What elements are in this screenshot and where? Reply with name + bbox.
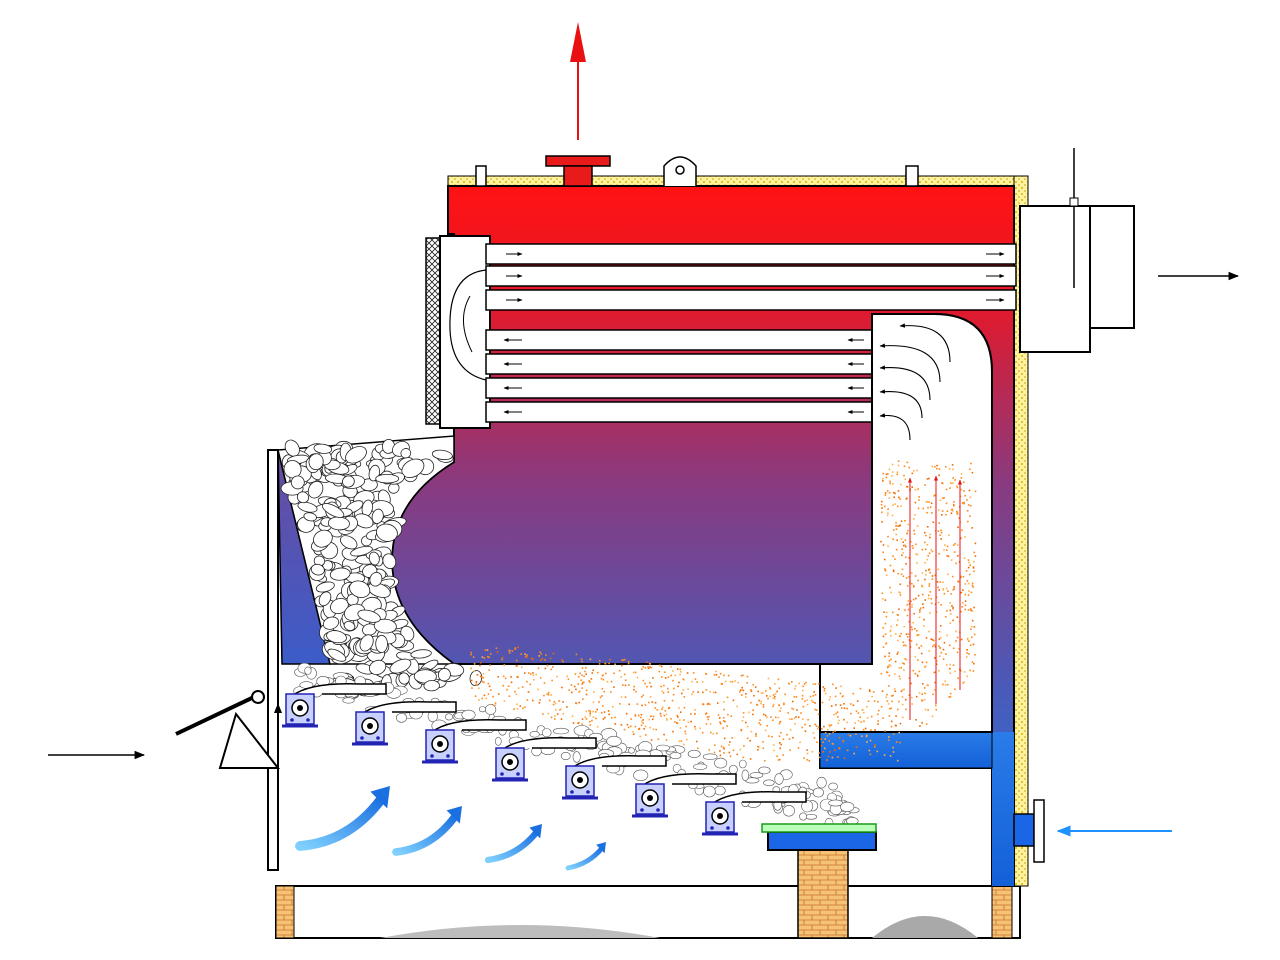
fire-tube-lower [485,353,875,375]
hot-gas-arrows [908,475,962,720]
fire-tube-upper [485,265,1017,287]
rear-gas-turn [819,313,993,733]
fire-tube-lower [485,329,875,351]
grate-bar [632,773,737,818]
fire-tube-upper [485,289,1017,311]
grate-bar [282,683,387,728]
steam-flange [545,155,611,167]
combustion-air-arrow [295,786,390,851]
fire-tube-upper [485,243,1017,265]
stoker-grate [282,683,807,836]
grate-bar [352,701,457,746]
brick-pier [761,823,877,939]
flame-gases [470,460,977,762]
feedwater-inlet-nozzle [1013,799,1045,863]
flue-outlet [1019,148,1135,353]
grate-bar [702,791,807,836]
fire-tubes [485,243,1017,423]
top-fittings [475,155,919,187]
fire-tube-lower [485,377,875,399]
grate-bar [562,755,667,800]
foundation [275,885,1021,939]
combustion-air-arrow [392,806,462,856]
grate-bar [422,719,527,764]
front-smoke-box [425,235,491,429]
combustion-air-arrow [565,842,606,871]
fuel-hopper [267,435,483,871]
ash-pile-right [872,916,978,938]
ash-pile-left [380,925,660,938]
combustion-air-arrow [484,824,542,864]
combustion-air-arrows [295,786,606,871]
feed-lever[interactable] [175,690,282,769]
steam-outlet-arrow [570,22,586,140]
fire-tube-lower [485,401,875,423]
grate-bar [492,737,597,782]
